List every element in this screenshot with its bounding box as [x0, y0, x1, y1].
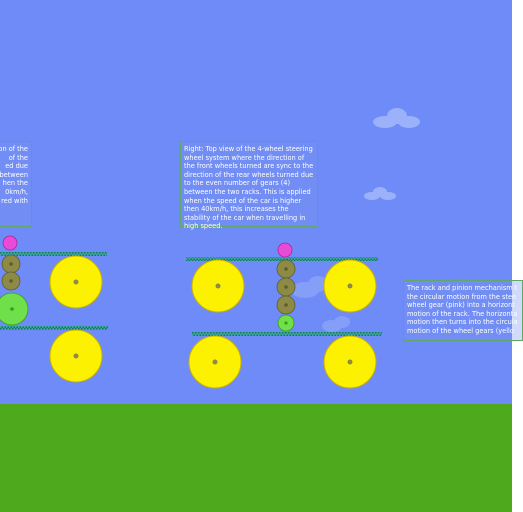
gear-icon[interactable] [277, 242, 293, 258]
wheel-icon[interactable] [188, 335, 242, 389]
gear-icon[interactable] [0, 292, 29, 326]
wheel-icon[interactable] [323, 335, 377, 389]
cloud-icon [291, 276, 328, 298]
wheel-icon[interactable] [49, 255, 103, 309]
ground [0, 404, 512, 512]
info-panel-left: ion of the of the ed due between hen the… [0, 141, 32, 227]
cloud-icon [364, 187, 396, 200]
gear-icon[interactable] [2, 235, 18, 251]
rack-icon [0, 326, 108, 330]
wheel-icon[interactable] [191, 259, 245, 313]
wheel-icon[interactable] [49, 329, 103, 383]
info-panel-center: Right: Top view of the 4-wheel steering … [180, 141, 318, 230]
cloud-icon [322, 316, 350, 332]
rack-icon [192, 332, 382, 336]
wheel-icon[interactable] [323, 259, 377, 313]
cloud-icon [373, 108, 420, 128]
rack-icon [0, 252, 107, 256]
gear-icon[interactable] [277, 314, 295, 332]
gear-icon[interactable] [276, 277, 296, 297]
gear-icon[interactable] [276, 259, 296, 279]
rack-icon [186, 257, 378, 261]
info-panel-right: The rack and pinion mechanism t the circ… [403, 280, 523, 341]
game-scene [0, 0, 512, 512]
gear-icon[interactable] [1, 254, 21, 274]
gear-icon[interactable] [276, 295, 296, 315]
gear-icon[interactable] [1, 271, 21, 291]
